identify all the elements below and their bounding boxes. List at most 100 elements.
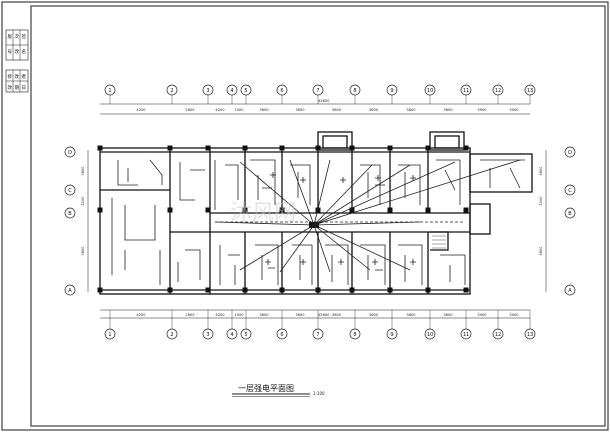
axis-label: 6: [280, 332, 283, 338]
dimension-value: 2100: [539, 196, 543, 206]
column: [242, 207, 248, 213]
axis-bubble: [226, 328, 238, 340]
axis-label: 9: [390, 332, 393, 338]
axis-label: 12: [495, 88, 501, 94]
axis-label: C: [68, 188, 72, 194]
axis-bubble: [424, 84, 436, 96]
stamp-char: 期: [15, 85, 20, 91]
axis-label: 3: [206, 332, 209, 338]
axis-label: 13: [527, 88, 533, 94]
dimension-value: 3600: [332, 313, 342, 317]
dimension-value: 3600: [539, 166, 543, 176]
drawing-title: 一层强电平面图: [238, 383, 294, 393]
dimension-value: 3600: [369, 108, 379, 112]
axis-label: 1: [108, 88, 111, 94]
axis-bubble: [202, 84, 214, 96]
axis-bubble: [524, 84, 536, 96]
column: [167, 145, 173, 151]
axis-label: 10: [427, 332, 433, 338]
axis-label: 12: [495, 332, 501, 338]
dimension-value: 3600: [369, 313, 379, 317]
axis-label: A: [68, 288, 72, 294]
axis-bubble: [564, 207, 576, 219]
dimension-value: 4200: [136, 108, 146, 112]
axis-label: 8: [353, 88, 356, 94]
axis-bubble: [386, 84, 398, 96]
stamp-char: 次: [15, 33, 20, 40]
axis-bubble: [166, 84, 178, 96]
dimension-value: 3600: [443, 108, 453, 112]
axis-label: 7: [316, 88, 319, 94]
axis-bubble: [492, 328, 504, 340]
axis-label: 10: [427, 88, 433, 94]
drawing-title-block: 一层强电平面图 1:100: [232, 383, 325, 397]
dimension-value: 4200: [215, 313, 225, 317]
side-dimension-lines: [87, 150, 547, 292]
stamp-char: 版: [8, 33, 13, 40]
dimension-value: 2600: [185, 313, 195, 317]
electrical-wiring: [111, 159, 525, 285]
column: [387, 207, 393, 213]
dimension-value: 3600: [259, 108, 269, 112]
axis-bubble: [349, 84, 361, 96]
axis-bubble: [202, 328, 214, 340]
dimension-value: 4200: [215, 108, 225, 112]
axis-bubble: [226, 84, 238, 96]
dimension-value: 3600: [259, 313, 269, 317]
column: [279, 287, 285, 293]
axis-label: 11: [463, 332, 469, 338]
dimension-value: 3600: [406, 313, 416, 317]
axis-bubble: [460, 84, 472, 96]
axis-bubble: [460, 328, 472, 340]
dimension-value: 1500: [234, 313, 244, 317]
dimension-value: 3600: [81, 246, 85, 256]
column: [349, 287, 355, 293]
dimension-value: 3600: [539, 246, 543, 256]
axis-label: C: [568, 188, 572, 194]
axis-label: 4: [230, 88, 233, 94]
axis-bubble: [240, 328, 252, 340]
axis-label: 3: [206, 88, 209, 94]
column: [167, 207, 173, 213]
column: [242, 287, 248, 293]
dimension-texts: 4200420026002600420042001500150036003600…: [81, 108, 543, 317]
dimension-value: 3600: [81, 166, 85, 176]
column: [315, 287, 321, 293]
axis-label: D: [68, 150, 72, 156]
column: [242, 145, 248, 151]
column: [387, 145, 393, 151]
building-walls: [99, 131, 533, 295]
axis-label: 4: [230, 332, 233, 338]
column: [315, 145, 321, 151]
stamp-char: 名: [22, 48, 27, 55]
column: [463, 207, 469, 213]
axis-bubble: [424, 328, 436, 340]
column: [97, 207, 103, 213]
column: [167, 287, 173, 293]
stamp-char: 改: [8, 84, 13, 91]
dimension-value: 3000: [509, 313, 519, 317]
axis-bubble: [349, 328, 361, 340]
axis-bubble: [312, 328, 324, 340]
dimension-value: 3900: [477, 313, 487, 317]
axis-label: A: [568, 288, 572, 294]
axis-label: B: [68, 211, 72, 217]
axis-bubble: [104, 84, 116, 96]
column: [425, 287, 431, 293]
bottom-dimension-lines: 42600: [100, 309, 530, 319]
dimension-value: 3600: [443, 313, 453, 317]
axis-label: 2: [170, 332, 173, 338]
axis-label: 5: [244, 88, 247, 94]
axis-label: 8: [353, 332, 356, 338]
column: [279, 207, 285, 213]
stamp-char: 者: [22, 74, 27, 80]
dimension-value: 3600: [406, 108, 416, 112]
column: [387, 287, 393, 293]
column: [205, 287, 211, 293]
column: [463, 287, 469, 293]
dimension-value: 4200: [136, 313, 146, 317]
